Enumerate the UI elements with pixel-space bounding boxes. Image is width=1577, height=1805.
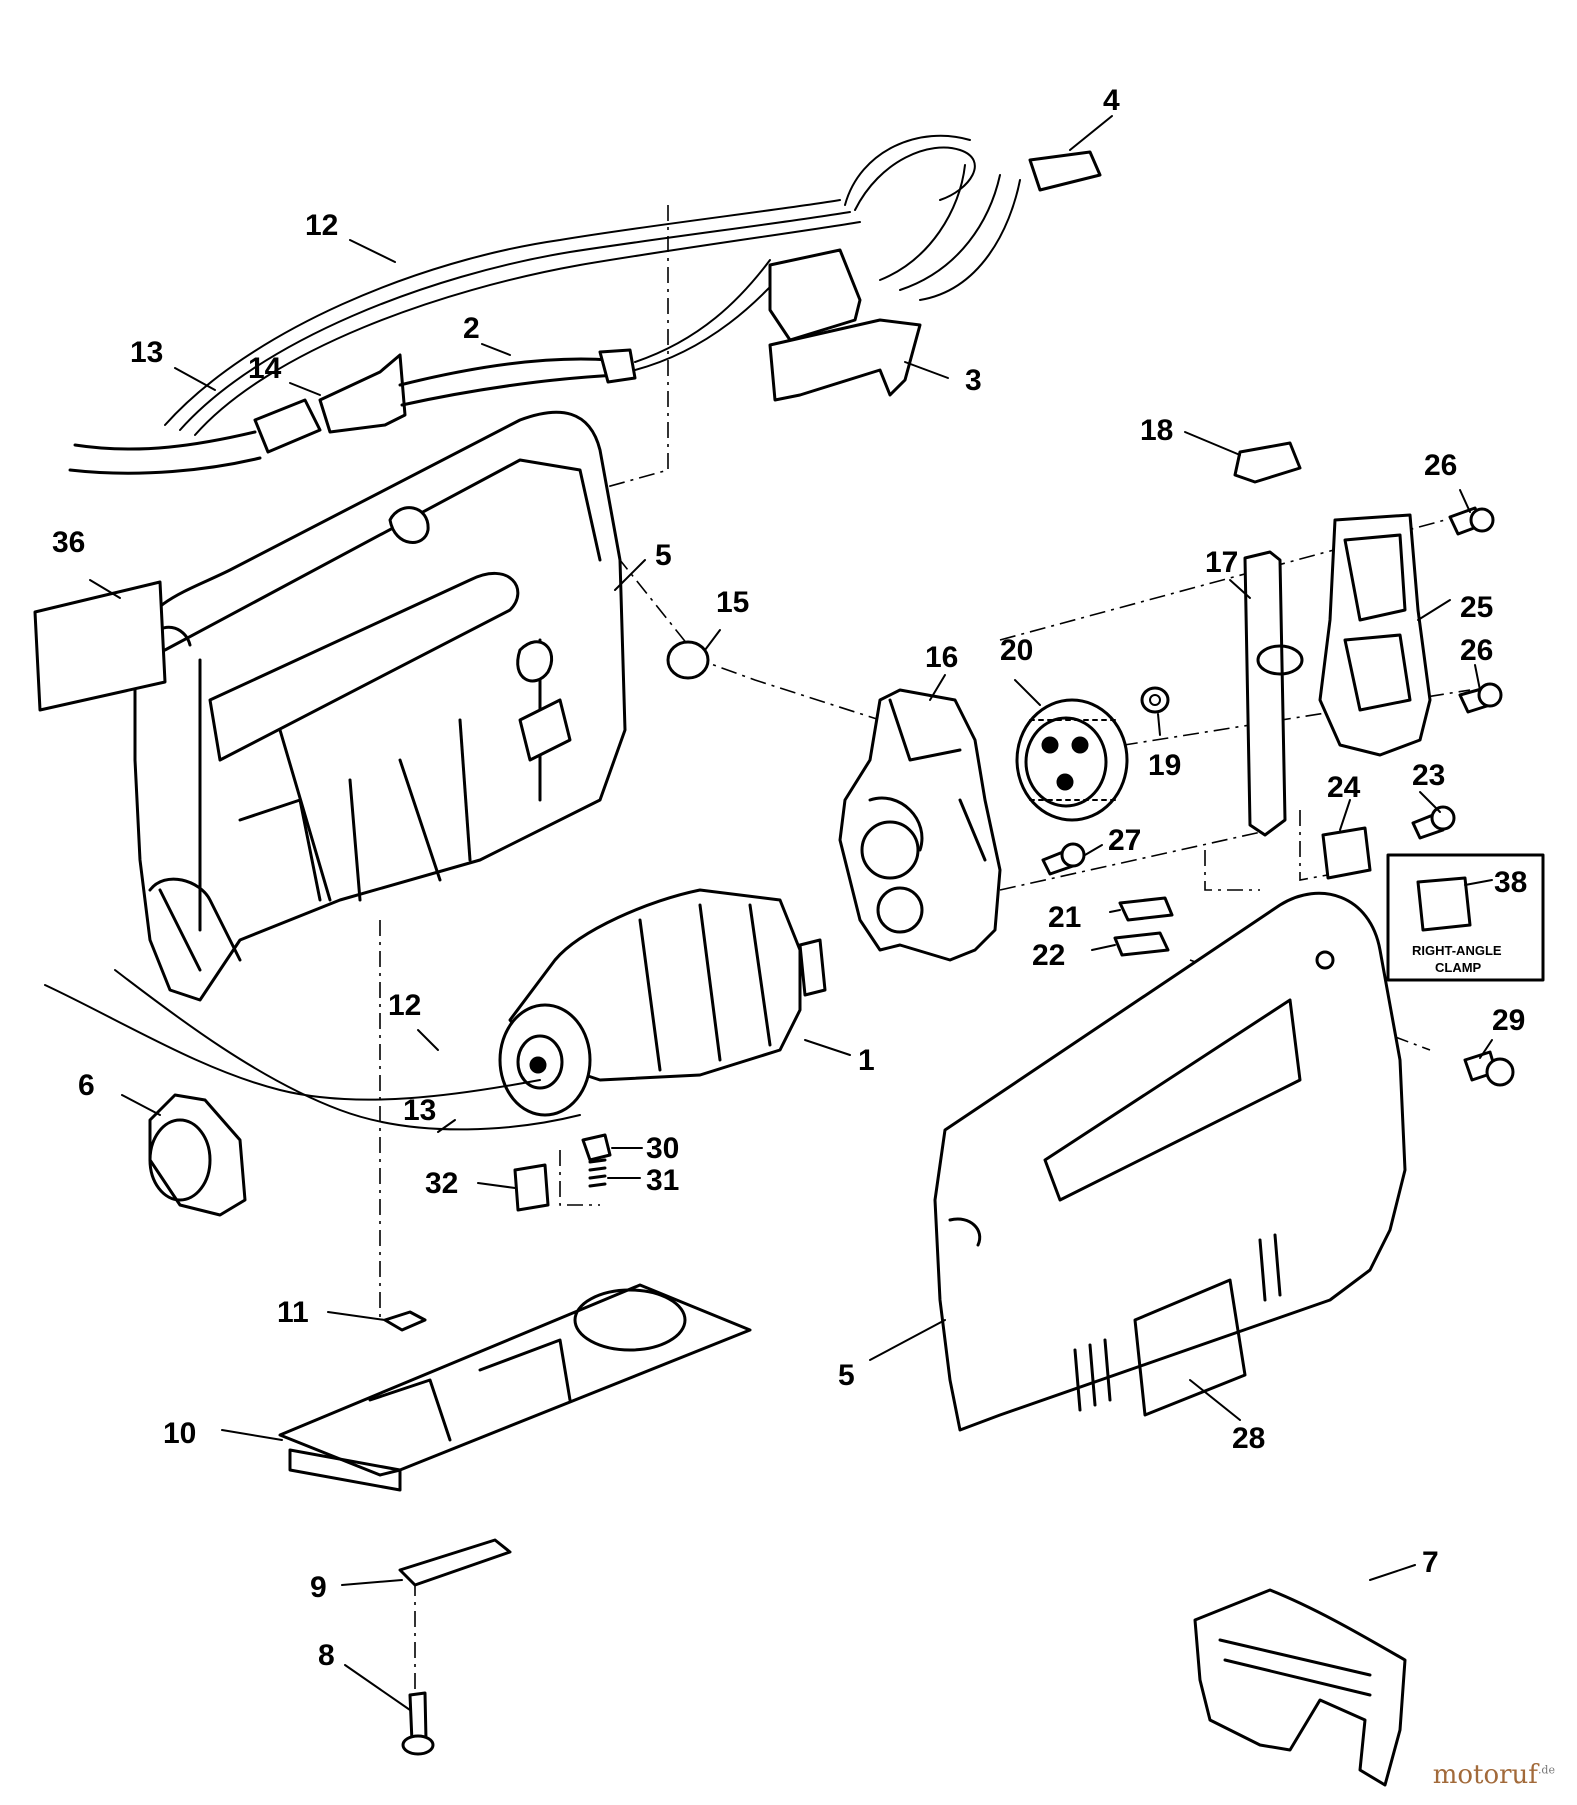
- callout-28: 28: [1232, 1422, 1265, 1455]
- callout-5: 5: [838, 1359, 855, 1392]
- callout-38: 38: [1494, 866, 1527, 899]
- callout-2: 2: [463, 312, 480, 345]
- clamp: [1321, 826, 1372, 880]
- callout-17: 17: [1205, 546, 1238, 579]
- brush-spring: [588, 1158, 607, 1188]
- inset-caption-line-2: CLAMP: [1435, 960, 1482, 975]
- brand-name: motoruf: [1432, 1760, 1538, 1790]
- callout-9: 9: [310, 1571, 327, 1604]
- callout-5: 5: [655, 539, 672, 572]
- callout-14: 14: [248, 352, 282, 385]
- callout-26: 26: [1424, 449, 1457, 482]
- callout-12: 12: [305, 209, 338, 242]
- callout-24: 24: [1327, 771, 1361, 804]
- callout-27: 27: [1108, 824, 1141, 857]
- blade-guard: [1193, 1588, 1407, 1787]
- callout-25: 25: [1460, 591, 1493, 624]
- callout-15: 15: [716, 586, 749, 619]
- rating-plate: [1133, 1278, 1247, 1417]
- callout-32: 32: [425, 1167, 458, 1200]
- leader-lines: [89, 115, 1493, 1711]
- brush-parts: [513, 1133, 612, 1212]
- callout-10: 10: [163, 1417, 196, 1450]
- bracket: [1233, 441, 1302, 484]
- callout-23: 23: [1412, 759, 1445, 792]
- right-angle-clamp: [1416, 876, 1472, 932]
- callout-22: 22: [1032, 939, 1065, 972]
- housing-left: [133, 410, 627, 1002]
- label-plate: [33, 580, 167, 712]
- gear-housing: [838, 688, 1002, 962]
- screws: [401, 506, 1515, 1756]
- right-angle-clamp-inset: [1386, 853, 1545, 982]
- motor: [498, 888, 827, 1117]
- callout-3: 3: [965, 364, 982, 397]
- clamp: [1113, 931, 1170, 957]
- bushing: [666, 640, 710, 680]
- callout-21: 21: [1048, 901, 1081, 934]
- carbon-brush: [581, 1133, 612, 1162]
- inset-caption-line-1: RIGHT-ANGLE: [1412, 943, 1502, 958]
- square-nut: [383, 1310, 427, 1332]
- callout-18: 18: [1140, 414, 1173, 447]
- callout-8: 8: [318, 1639, 335, 1672]
- switch-body: [768, 248, 862, 342]
- clamps: [1113, 826, 1372, 957]
- inset-frame: [1386, 853, 1545, 982]
- drive-gear: [1015, 698, 1129, 822]
- callout-29: 29: [1492, 1004, 1525, 1037]
- callout-7: 7: [1422, 1546, 1439, 1579]
- motor-leads: [44, 969, 581, 1131]
- cord-strain-relief: [253, 398, 322, 454]
- callout-36: 36: [52, 526, 85, 559]
- callout-30: 30: [646, 1132, 679, 1165]
- terminal-block: [1028, 150, 1102, 192]
- callout-11: 11: [277, 1296, 309, 1329]
- callout-31: 31: [646, 1164, 679, 1197]
- base-shoe: [278, 1283, 752, 1587]
- callout-16: 16: [925, 641, 958, 674]
- callout-6: 6: [78, 1069, 95, 1102]
- end-cap: [148, 1093, 247, 1217]
- callout-13: 13: [130, 336, 163, 369]
- callout-19: 19: [1148, 749, 1181, 782]
- callout-labels: 4 12 13 2 14 3 18 26 36 5 15 17 25 16 20…: [52, 84, 1527, 1672]
- plunger: [1243, 550, 1304, 837]
- clamp: [1118, 896, 1174, 922]
- brand-suffix: .de: [1537, 1763, 1555, 1777]
- brush-holder: [513, 1163, 550, 1212]
- power-cord: [68, 199, 861, 475]
- clamp-plate: [398, 1538, 512, 1587]
- gear-cover: [1318, 513, 1432, 757]
- callout-1: 1: [858, 1044, 875, 1077]
- callout-4: 4: [1103, 84, 1120, 117]
- callout-12: 12: [388, 989, 421, 1022]
- switch-trigger: [768, 318, 922, 402]
- callout-20: 20: [1000, 634, 1033, 667]
- washer: [1140, 686, 1170, 714]
- assembly-line: [559, 1150, 600, 1206]
- assembly-line: [999, 829, 1271, 891]
- switch-assembly: [768, 134, 1102, 402]
- cord-protector: [318, 353, 407, 434]
- callout-13: 13: [403, 1094, 436, 1127]
- assembly-line: [1204, 850, 1260, 891]
- callout-26: 26: [1460, 634, 1493, 667]
- brand-watermark: motoruf.de: [1433, 1760, 1555, 1790]
- housing-right: [933, 891, 1407, 1432]
